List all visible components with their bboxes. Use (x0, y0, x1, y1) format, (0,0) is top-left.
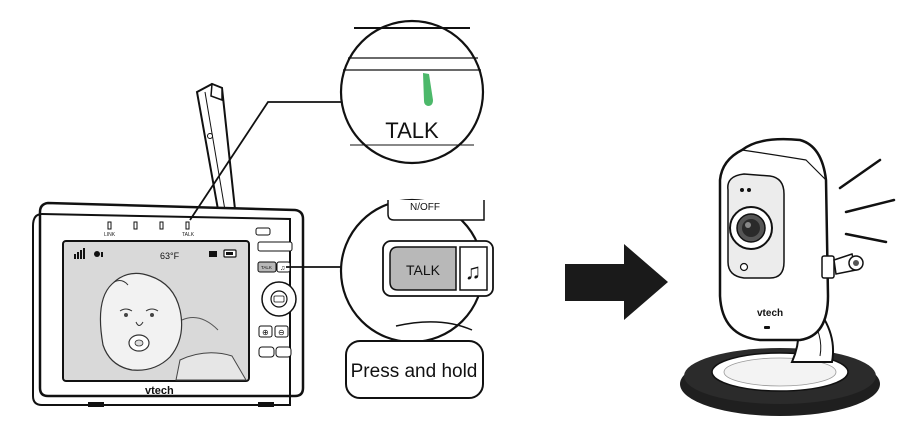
instruction-text: Press and hold (351, 361, 478, 382)
camera-sensor-left (740, 188, 744, 192)
zoom-talk-button[interactable]: TALK (389, 246, 457, 291)
camera-status-light (764, 326, 770, 329)
talk-led (423, 73, 433, 106)
baby-unit-camera: vtech (680, 137, 896, 416)
sound-lines (838, 158, 896, 244)
callout-lines (189, 101, 345, 268)
led-label-talk: TALK (182, 232, 195, 238)
camera-lens (729, 206, 773, 250)
signal-icon (74, 248, 85, 259)
monitor-talk-button[interactable]: TALK (257, 261, 277, 273)
zoom-music-button[interactable]: ♫ (459, 246, 488, 291)
camera-light-sensor (739, 262, 749, 272)
monitor-dpad[interactable] (261, 281, 297, 317)
camera-status-icon (94, 251, 103, 257)
svg-text:♫: ♫ (280, 265, 285, 272)
zoom-circle-talk-button: N/OFF TALK ♫ (339, 198, 494, 344)
camera-base (680, 348, 880, 416)
music-note-icon: ♫ (465, 259, 482, 284)
camera-brand-logo: vtech (757, 308, 783, 319)
monitor-controls: TALK ♫ ⊕ ⊖ (255, 227, 297, 358)
monitor-foot-left (88, 402, 104, 407)
indicator-leds: LINK TALK (104, 221, 195, 238)
svg-text:⊖: ⊖ (278, 328, 285, 337)
zoom-circle-talk-led: TALK (339, 19, 485, 165)
press-and-hold-callout: Press and hold (345, 340, 484, 399)
monitor-foot-right (258, 402, 274, 407)
camera-antenna-connector (821, 253, 864, 279)
baby-image (99, 272, 247, 381)
partial-power-label: N/OFF (410, 202, 440, 213)
camera-sensor-right (747, 188, 751, 192)
monitor-brand-logo: vtech (145, 385, 174, 397)
temperature-readout: 63°F (160, 251, 180, 261)
zoom-talk-label: TALK (385, 118, 439, 143)
zoom-talk-button-label: TALK (406, 262, 441, 278)
monitor-talk-label: TALK (261, 265, 272, 270)
right-arrow-icon (565, 244, 668, 320)
monitor-volume-buttons[interactable] (258, 346, 292, 358)
monitor-zoom-buttons[interactable]: ⊕ ⊖ (258, 325, 289, 338)
led-label-link: LINK (104, 232, 116, 238)
status-icons-right (209, 249, 237, 258)
svg-text:⊕: ⊕ (262, 328, 269, 337)
monitor-screen: 63°F (62, 240, 250, 382)
parent-monitor: LINK TALK 63°F (32, 82, 305, 407)
